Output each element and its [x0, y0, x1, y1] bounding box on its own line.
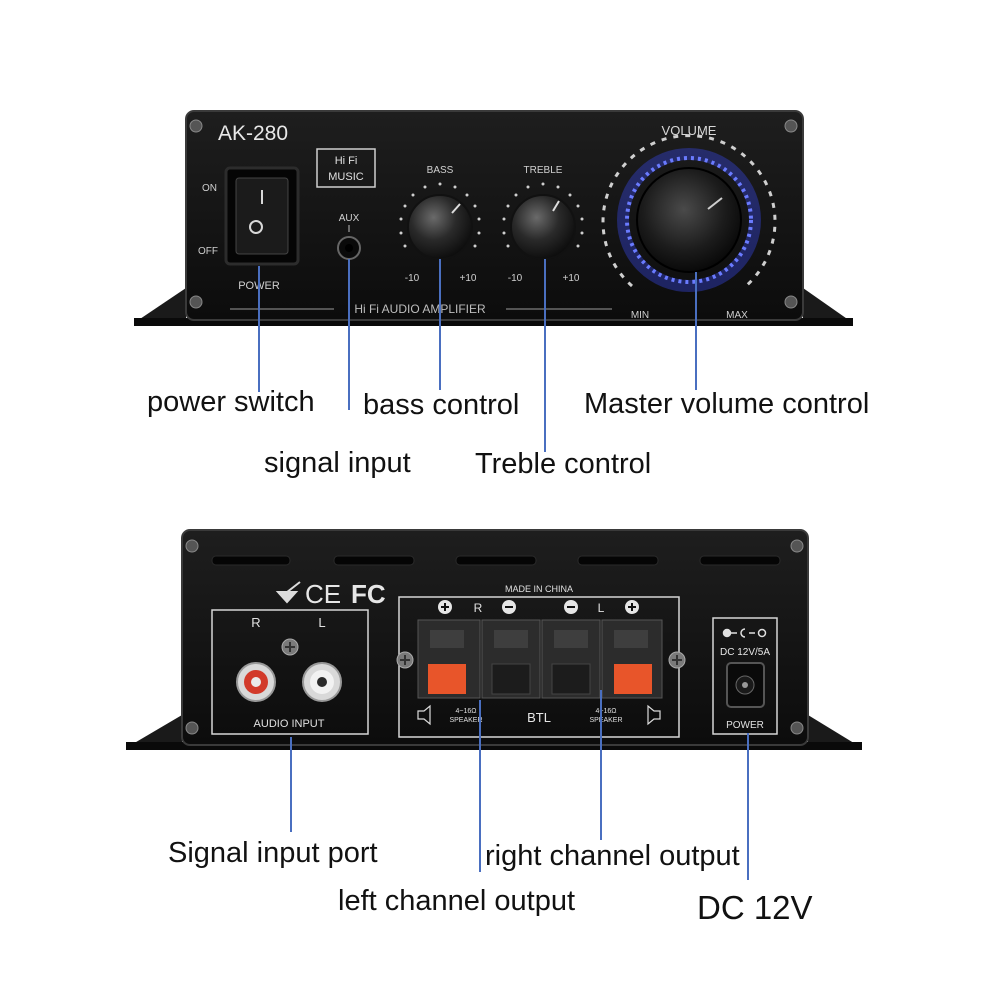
- terminal-left-positive[interactable]: [614, 664, 652, 694]
- speaker-l-label: L: [598, 601, 605, 615]
- callout-bass-control: bass control: [363, 389, 520, 421]
- bass-max-label: +10: [460, 273, 477, 284]
- terminal-right-negative[interactable]: [491, 663, 531, 695]
- screw-icon: [189, 295, 203, 309]
- leader-lines: [258, 259, 749, 880]
- speaker-word-left: SPEAKER: [589, 717, 622, 724]
- volume-max-label: MAX: [726, 310, 748, 321]
- dc-jack-pin: [742, 682, 748, 688]
- callout-right-channel-output: right channel output: [485, 840, 740, 872]
- screw-slot-icon: [285, 642, 295, 652]
- rca-jack-right-pin: [251, 677, 261, 687]
- speaker-right-icon: [647, 704, 661, 726]
- audio-input-label: AUDIO INPUT: [254, 718, 325, 730]
- screw-icon: [790, 721, 804, 735]
- treble-knob-pointer: [552, 200, 560, 212]
- badge-line2: MUSIC: [328, 171, 364, 183]
- switch-on-label: ON: [202, 183, 217, 194]
- callout-left-channel-output: left channel output: [338, 885, 576, 917]
- front-left-flange: [134, 288, 186, 323]
- vent-slots: [211, 555, 781, 566]
- fc-mark: FC: [351, 579, 386, 609]
- dc-spec-label: DC 12V/5A: [720, 647, 770, 658]
- model-name: AK-280: [218, 122, 288, 145]
- front-right-flange: [803, 288, 853, 323]
- volume-knob[interactable]: [636, 167, 742, 273]
- volume-label: VOLUME: [662, 123, 717, 138]
- amp-label: Hi Fi AUDIO AMPLIFIER: [354, 302, 486, 316]
- terminal-right-positive[interactable]: [428, 664, 466, 694]
- terminal-polarity-marks: [438, 600, 639, 614]
- treble-label: TREBLE: [524, 165, 563, 176]
- power-label-rear: POWER: [726, 720, 764, 731]
- screw-icon: [784, 119, 798, 133]
- speaker-ohm-left: 4~16Ω: [596, 708, 617, 715]
- rca-jack-left-pin: [317, 677, 327, 687]
- rear-panel: CE FC R L AUDIO INPUT MADE IN CHINA R L: [126, 529, 862, 750]
- treble-knob[interactable]: [510, 194, 576, 260]
- speaker-ohm-right: 4~16Ω: [456, 708, 477, 715]
- badge-line1: Hi Fi: [335, 155, 358, 167]
- screw-icon: [784, 295, 798, 309]
- bass-dial-ticks: [399, 182, 481, 248]
- dc-frame: [712, 617, 778, 735]
- aux-jack-hole: [345, 244, 353, 252]
- callout-signal-input-port: Signal input port: [168, 837, 378, 869]
- screw-icon: [185, 721, 199, 735]
- speaker-left-icon: [417, 704, 431, 726]
- callout-treble-control: Treble control: [475, 448, 652, 480]
- rca-right-label: R: [251, 615, 260, 630]
- screw-slot-icon: [400, 655, 410, 665]
- screw-icon: [790, 539, 804, 553]
- terminal-left-negative[interactable]: [551, 663, 591, 695]
- callout-power-switch: power switch: [147, 386, 315, 418]
- treble-max-label: +10: [563, 273, 580, 284]
- bass-label: BASS: [427, 165, 454, 176]
- screw-icon: [189, 119, 203, 133]
- callout-master-volume: Master volume control: [584, 388, 870, 420]
- speaker-word-right: SPEAKER: [449, 717, 482, 724]
- screw-icon: [185, 539, 199, 553]
- bass-min-label: -10: [405, 273, 420, 284]
- volume-knob-pointer: [707, 197, 723, 210]
- aux-label: AUX: [339, 213, 360, 224]
- brand-logo-icon: [275, 581, 301, 604]
- volume-led-ring: [625, 156, 753, 284]
- made-in-label: MADE IN CHINA: [505, 584, 573, 594]
- screw-slot-icon: [672, 655, 682, 665]
- hifi-badge: [316, 148, 376, 188]
- callout-signal-input: signal input: [264, 447, 411, 479]
- front-panel: AK-280 Hi Fi MUSIC ON OFF POWER AUX BASS…: [134, 110, 853, 326]
- bass-knob[interactable]: [407, 194, 473, 260]
- volume-led-glow: [617, 148, 761, 292]
- speaker-r-label: R: [474, 601, 483, 615]
- treble-min-label: -10: [508, 273, 523, 284]
- treble-dial-ticks: [502, 182, 584, 248]
- front-base: [134, 318, 853, 326]
- dc-polarity-icon: [722, 628, 767, 638]
- rca-left-label: L: [318, 615, 325, 630]
- volume-scale-arc: [601, 134, 777, 288]
- audio-input-frame: [211, 609, 369, 735]
- switch-off-mark: [249, 220, 263, 234]
- rear-right-flange: [808, 715, 862, 748]
- btl-label: BTL: [527, 710, 551, 725]
- callout-dc-12v: DC 12V: [697, 889, 813, 926]
- switch-off-label: OFF: [198, 246, 218, 257]
- ce-mark: CE: [305, 579, 341, 609]
- volume-min-label: MIN: [631, 310, 649, 321]
- rear-left-flange: [126, 715, 182, 748]
- bass-knob-pointer: [451, 203, 461, 214]
- power-switch[interactable]: [235, 177, 289, 255]
